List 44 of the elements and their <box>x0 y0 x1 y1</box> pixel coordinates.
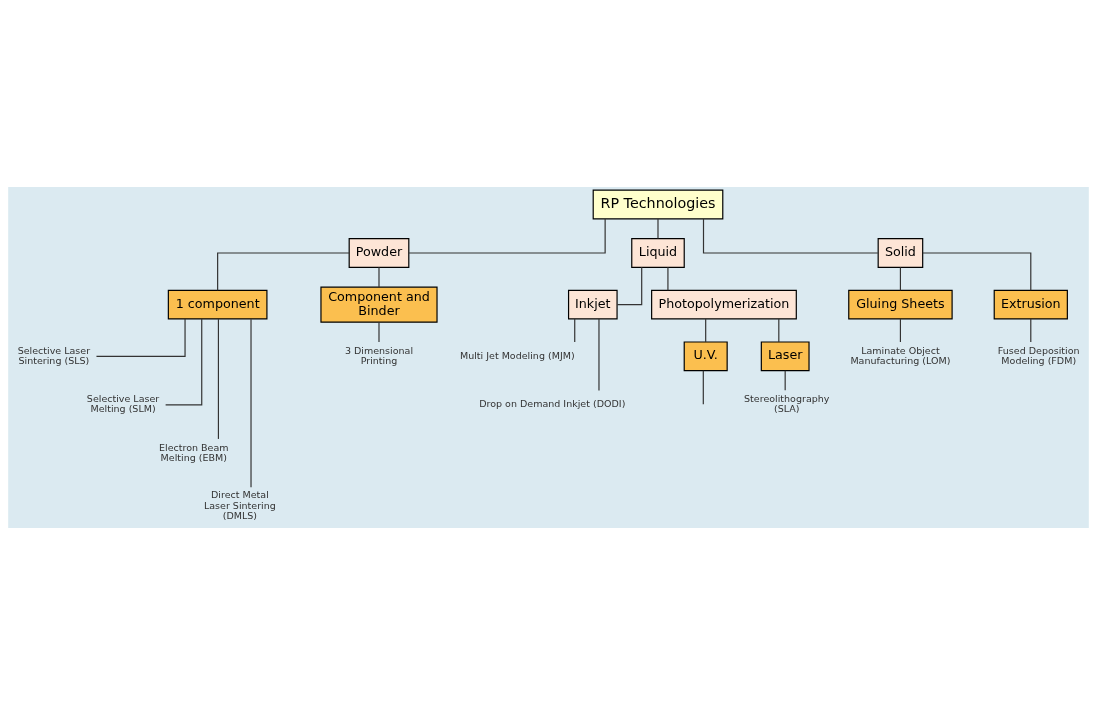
connector <box>702 370 704 405</box>
node-box: Component and Binder <box>320 286 438 323</box>
connector <box>778 318 780 343</box>
node-box: Photopolymerization <box>651 289 797 320</box>
connector <box>378 266 380 288</box>
node-text: Electron Beam Melting (EBM) <box>159 441 229 463</box>
node-text: Drop on Demand Inkjet (DODI) <box>479 398 626 410</box>
node-box: Extrusion <box>993 289 1068 320</box>
node-text: 3 Dimensional Printing <box>344 344 414 366</box>
connector <box>667 266 669 291</box>
node-text: Selective Laser Melting (SLM) <box>86 393 160 415</box>
connector <box>1030 318 1032 343</box>
node-text: Laminate Object Manufacturing (LOM) <box>850 344 951 366</box>
connector <box>616 266 643 306</box>
node-text: Selective Laser Sintering (SLS) <box>17 344 91 366</box>
connector <box>378 321 380 343</box>
connector <box>657 218 659 240</box>
connector <box>598 318 600 392</box>
node-text: Stereolithography (SLA) <box>744 393 830 415</box>
node-box: U.V. <box>683 341 728 372</box>
connector <box>574 318 576 343</box>
node-box: Inkjet <box>567 289 618 320</box>
connector <box>95 318 186 357</box>
connector <box>899 318 902 343</box>
connector <box>784 370 786 391</box>
node-box: Solid <box>877 238 924 268</box>
connector <box>899 266 902 291</box>
connector <box>705 318 707 343</box>
node-text: Multi Jet Modeling (MJM) <box>459 349 575 361</box>
node-text: Fused Deposition Modeling (FDM) <box>997 344 1080 366</box>
connector <box>217 318 220 440</box>
connector <box>250 318 252 488</box>
node-box: 1 component <box>167 289 268 320</box>
node-box: Laser <box>760 341 810 372</box>
node-box: Powder <box>348 238 410 268</box>
connector <box>165 318 203 406</box>
node-box: RP Technologies <box>592 189 724 220</box>
node-box: Liquid <box>631 238 685 268</box>
connector <box>922 252 1032 291</box>
node-text: Direct Metal Laser Sintering (DMLS) <box>203 489 276 521</box>
node-box: Gluing Sheets <box>848 289 953 320</box>
connector <box>702 218 879 254</box>
connector <box>217 252 350 291</box>
connector <box>408 218 606 254</box>
